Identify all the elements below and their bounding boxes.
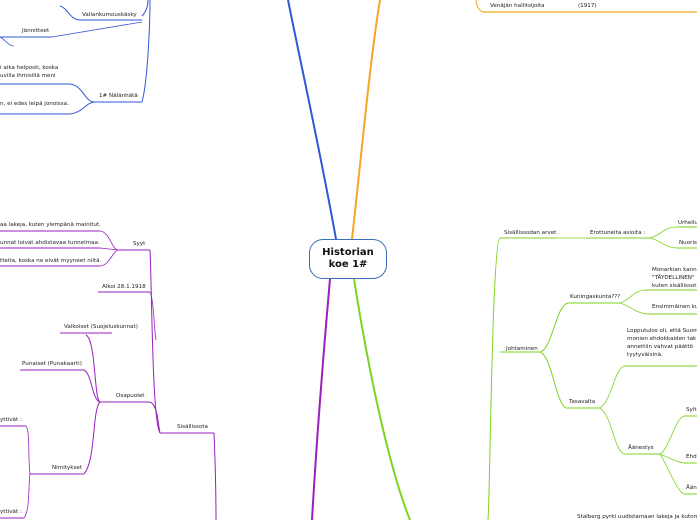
node-sylt[interactable]: Sylt xyxy=(686,407,697,413)
node-alkoi[interactable]: Alkoi 28.1.1918 xyxy=(102,284,146,290)
main-branch-blue xyxy=(287,0,337,240)
node-year-1917[interactable]: (1917) xyxy=(578,3,597,9)
node-monarkian-line3[interactable]: kuten sisällissot xyxy=(652,283,697,289)
node-note-line2[interactable]: uvilla ihmisillä meni xyxy=(0,73,56,79)
node-monarkian-line2[interactable]: "TÄYDELLINEN" xyxy=(652,275,695,281)
node-lopputulos-line3[interactable]: annettiin vahvat päättö xyxy=(627,344,693,350)
node-aan[interactable]: Ään xyxy=(686,485,697,491)
orange-subtree xyxy=(475,0,697,13)
node-johtaminen[interactable]: Johtaminen xyxy=(506,346,538,352)
node-tasavalta[interactable]: Tasavalta xyxy=(569,399,596,405)
central-topic-line1: Historian xyxy=(322,247,374,258)
node-erottuneita[interactable]: Erottuneita asioita : xyxy=(590,230,646,236)
node-syy-1[interactable]: aa lakeja, kuten ylempänä mainitut. xyxy=(0,222,101,228)
node-urheilu[interactable]: Urheilu xyxy=(678,220,697,226)
node-kayttivat-2[interactable]: yttivät : xyxy=(0,509,22,515)
green-subtree xyxy=(487,226,697,520)
node-syy-2[interactable]: unnat loivat ahdistavaa tunnelmaa. xyxy=(0,240,100,246)
node-stalberg[interactable]: Stalberg pyrki uudistamaan lakeja ja kut… xyxy=(577,514,697,520)
node-kayttivat-1[interactable]: yttivät : xyxy=(0,417,22,423)
node-osapuolet[interactable]: Osapuolet xyxy=(116,393,145,399)
node-sisallissota[interactable]: Sisällissota xyxy=(177,424,208,430)
node-nuoriso[interactable]: Nuoris xyxy=(679,240,697,246)
node-valkoiset[interactable]: Valkoiset (Suojeluskunnat) xyxy=(64,324,138,330)
node-monarkian-line1[interactable]: Monarkian kann xyxy=(652,267,697,273)
central-topic-line2: koe 1# xyxy=(328,259,368,270)
node-lopputulos-line4[interactable]: tyytyväisinä. xyxy=(627,352,663,358)
node-punaiset[interactable]: Punaiset (Punakaarti) xyxy=(22,361,82,367)
node-note-2[interactable]: n, ei edes leipä jonoissa. xyxy=(0,101,69,107)
node-venajan-hallitsijoita[interactable]: Venäjän hallitsijoita xyxy=(490,3,545,9)
node-syyt[interactable]: Syyt xyxy=(133,241,146,247)
node-sisallissodan-arvet[interactable]: Sisällissodan arvet xyxy=(504,230,557,236)
node-nalanhata[interactable]: 1# Nälänhätä xyxy=(99,93,138,99)
node-ensimmainen[interactable]: Ensimmäinen ku xyxy=(652,304,697,310)
node-note-line1[interactable]: i aika helposti, koska xyxy=(0,65,59,71)
node-ehd[interactable]: Ehd xyxy=(686,454,697,460)
node-syy-3[interactable]: tteita, koska ne eivät myyneet niitä. xyxy=(0,258,102,264)
node-nimitykset[interactable]: Nimitykset xyxy=(52,465,83,471)
node-vallankumouskasky[interactable]: Vallankumouskäsky xyxy=(82,12,137,18)
purple-subtree xyxy=(0,230,217,520)
node-lopputulos-line2[interactable]: monien ehdokkaiden tak xyxy=(627,336,697,342)
main-branch-orange xyxy=(351,0,381,240)
central-topic[interactable]: Historian koe 1# xyxy=(309,239,387,279)
blue-subtree xyxy=(0,0,151,115)
node-aanestys[interactable]: Äänestys xyxy=(628,445,654,451)
main-branch-green xyxy=(353,278,411,520)
node-lopputulos-line1[interactable]: Lopputulos oli, että Suom xyxy=(627,328,697,334)
node-jannitteet[interactable]: Jännitteet xyxy=(22,28,50,34)
main-branch-purple xyxy=(311,278,331,520)
node-kuningaskunta[interactable]: Kuningaskunta??? xyxy=(570,294,621,300)
